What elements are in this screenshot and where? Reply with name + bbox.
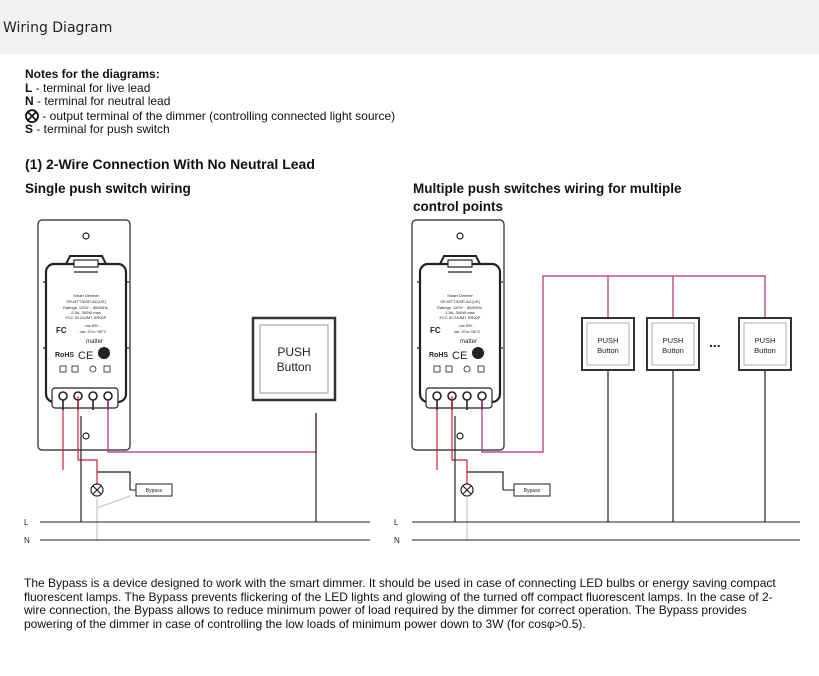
- right-ce-mark: CE: [452, 350, 467, 362]
- right-rail-label-l: L: [394, 518, 399, 527]
- left-fc-mark: FC: [56, 326, 67, 335]
- note-live: L - terminal for live lead: [25, 80, 151, 95]
- left-matter-mark: matter: [86, 339, 103, 345]
- note-switch: S - terminal for push switch: [25, 122, 170, 136]
- left-push-button-switch: PUSH Button: [251, 316, 337, 402]
- right-fc-mark: FC: [430, 326, 441, 335]
- header-bar: Wiring Diagram: [0, 0, 819, 54]
- right-switch-wire: [481, 275, 766, 453]
- left-wires: [62, 396, 317, 540]
- left-diagram: Smart Dimmer SR-MTT303P-AC(US) Ratings: …: [37, 219, 131, 451]
- right-device-rating-2: 2.5A, 300W max: [445, 310, 475, 315]
- note-neutral: N - terminal for neutral lead: [25, 94, 171, 108]
- left-device-small-2: - use -20 to +50°C: [78, 330, 107, 334]
- left-lamp-icon: [90, 483, 104, 497]
- left-switch-wire: [107, 400, 317, 453]
- left-rohs-mark: RoHS: [55, 352, 74, 359]
- left-brand-logo: [98, 347, 110, 359]
- right-device-rating-3: FCC ID:2AJM7-SR00P: [440, 315, 481, 320]
- left-device-rating-2: 2.5A, 300W max: [71, 310, 101, 315]
- section-title: (1) 2-Wire Connection With No Neutral Le…: [25, 156, 315, 172]
- right-push-1-label-1: PUSH: [598, 336, 619, 345]
- left-top-screw: [82, 232, 90, 240]
- note-output: ⨂ - output terminal of the dimmer (contr…: [25, 106, 396, 123]
- left-diagram-title: Single push switch wiring: [25, 181, 191, 196]
- right-bypass-wire: [467, 471, 504, 490]
- right-push-1-label-2: Button: [597, 346, 619, 355]
- left-device-name: Smart Dimmer: [73, 293, 99, 298]
- right-lamp-icon: [460, 483, 474, 497]
- right-diagram-title-line1: Multiple push switches wiring for multip…: [413, 181, 682, 196]
- right-push-button-3: PUSH Button: [738, 317, 792, 371]
- left-device-rating-3: FCC ID:2AJM7-SR00P: [66, 315, 107, 320]
- left-bottom-screw: [82, 432, 90, 440]
- notes-block: Notes for the diagrams: L - terminal for…: [25, 67, 396, 137]
- left-device-small-1: - low 80V...: [83, 324, 100, 328]
- left-bypass-ground: [96, 495, 131, 509]
- left-device-model: SR-MTT303P-AC(US): [66, 299, 106, 304]
- right-top-clip: [439, 255, 481, 265]
- right-rail-label-n: N: [394, 536, 400, 545]
- right-device-small-2: - use -20 to +50°C: [452, 330, 481, 334]
- right-terminal-marks: [433, 365, 485, 373]
- right-bypass-label: Bypass: [524, 488, 541, 494]
- right-brand-logo: [472, 347, 484, 359]
- bypass-description: The Bypass is a device designed to work …: [24, 576, 776, 631]
- right-rohs-mark: RoHS: [429, 352, 448, 359]
- left-terminal-block: [51, 387, 119, 409]
- right-push-button-1: PUSH Button: [581, 317, 635, 371]
- right-push-3-label-1: PUSH: [755, 336, 776, 345]
- left-live-wire: [77, 396, 98, 490]
- right-device-name: Smart Dimmer: [447, 293, 473, 298]
- right-device-small-1: - low 80V...: [457, 324, 474, 328]
- left-push-label-2: Button: [277, 360, 312, 374]
- left-device-rating-1: Ratings: 120V~, 50/60Hz,: [63, 305, 109, 310]
- page-title: Wiring Diagram: [3, 20, 113, 36]
- right-live-wire: [451, 396, 468, 490]
- notes-heading: Notes for the diagrams:: [25, 67, 160, 81]
- left-bypass-wire: [97, 471, 131, 490]
- left-rail-label-n: N: [24, 536, 30, 545]
- right-device-rating-1: Ratings: 120V~, 50/60Hz,: [437, 305, 483, 310]
- left-terminal-marks: [59, 365, 111, 373]
- right-push-2-label-1: PUSH: [663, 336, 684, 345]
- right-wires: [436, 275, 766, 540]
- right-terminal-block: [425, 387, 493, 409]
- right-diagram-title-line2: control points: [413, 199, 503, 214]
- right-bottom-screw: [456, 432, 464, 440]
- right-diagram: Smart Dimmer SR-MTT303P-AC(US) Ratings: …: [411, 219, 505, 451]
- right-push-button-2: PUSH Button: [646, 317, 700, 371]
- right-device-model: SR-MTT303P-AC(US): [440, 299, 480, 304]
- right-matter-mark: matter: [460, 339, 477, 345]
- left-top-clip: [65, 255, 107, 265]
- left-bypass-label: Bypass: [146, 488, 163, 494]
- right-ellipsis: ...: [709, 334, 721, 350]
- left-rail-label-l: L: [24, 518, 29, 527]
- right-push-2-label-2: Button: [662, 346, 684, 355]
- right-top-screw: [456, 232, 464, 240]
- right-push-3-label-2: Button: [754, 346, 776, 355]
- left-push-label-1: PUSH: [277, 345, 310, 359]
- left-ce-mark: CE: [78, 350, 93, 362]
